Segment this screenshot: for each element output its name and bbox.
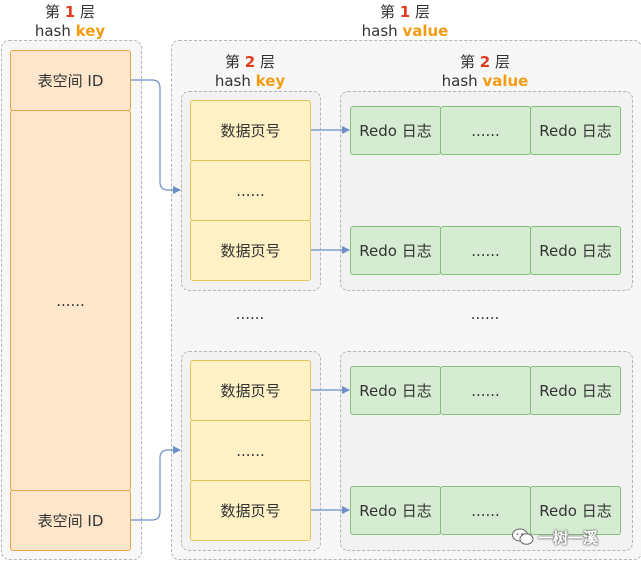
hash-word: hash (34, 22, 71, 40)
redo-ellipsis-box: ...... (440, 226, 531, 275)
redo-log-box: Redo 日志 (350, 486, 441, 535)
page-number-label: 数据页号 (220, 242, 281, 260)
ellipsis: ...... (236, 181, 265, 200)
space-id-box-bottom: 表空间 ID (10, 490, 131, 551)
redo-log-label: Redo 日志 (539, 502, 612, 520)
wechat-icon (512, 528, 534, 545)
hash-word: hash (214, 72, 251, 90)
redo-log-box: Redo 日志 (530, 106, 621, 155)
hash-word: hash (441, 72, 478, 90)
layer-number: 2 (244, 53, 256, 71)
ellipsis: ...... (236, 441, 265, 460)
redo-log-box: Redo 日志 (530, 226, 621, 275)
redo-log-label: Redo 日志 (539, 382, 612, 400)
value-word: value (402, 22, 449, 40)
key-word: key (75, 22, 106, 40)
page-number-label: 数据页号 (220, 502, 281, 520)
page-number-box: 数据页号 (190, 360, 311, 421)
layer2-key-title: 第 2 层 hash key (200, 53, 300, 91)
ellipsis: ...... (56, 291, 85, 310)
page-ellipsis-box: ...... (190, 420, 311, 481)
redo-log-label: Redo 日志 (359, 382, 432, 400)
page-number-box: 数据页号 (190, 480, 311, 541)
title-prefix: 第 (44, 3, 60, 21)
layer2-value-title: 第 2 层 hash value (420, 53, 550, 91)
watermark: 一树一溪 (512, 526, 632, 548)
redo-log-box: Redo 日志 (530, 366, 621, 415)
space-id-label: 表空间 ID (37, 512, 104, 530)
redo-log-label: Redo 日志 (359, 502, 432, 520)
redo-log-box: Redo 日志 (530, 486, 621, 535)
page-ellipsis-box: ...... (190, 160, 311, 221)
redo-ellipsis-box: ...... (440, 486, 531, 535)
title-suffix: 层 (415, 3, 431, 21)
space-id-label: 表空间 ID (37, 72, 104, 90)
hash-word: hash (361, 22, 398, 40)
key-groups-ellipsis: ...... (235, 305, 265, 323)
title-suffix: 层 (80, 3, 96, 21)
space-id-ellipsis-box: ...... (10, 110, 131, 491)
redo-log-label: Redo 日志 (359, 122, 432, 140)
value-word: value (482, 72, 529, 90)
page-number-label: 数据页号 (220, 122, 281, 140)
title-prefix: 第 (459, 53, 475, 71)
title-prefix: 第 (224, 53, 240, 71)
arrow-space-to-page-group-top (131, 79, 181, 194)
ellipsis: ...... (471, 121, 500, 140)
redo-log-box: Redo 日志 (350, 366, 441, 415)
redo-log-box: Redo 日志 (350, 226, 441, 275)
ellipsis: ...... (471, 241, 500, 260)
title-suffix: 层 (260, 53, 276, 71)
redo-log-label: Redo 日志 (359, 242, 432, 260)
redo-log-label: Redo 日志 (539, 242, 612, 260)
page-number-label: 数据页号 (220, 382, 281, 400)
layer-number: 1 (64, 3, 76, 21)
layer1-value-title: 第 1 层 hash value (340, 3, 470, 41)
layer-number: 1 (399, 3, 411, 21)
title-suffix: 层 (495, 53, 511, 71)
arrow-space-to-page-group-bottom (131, 446, 181, 521)
redo-log-box: Redo 日志 (350, 106, 441, 155)
redo-ellipsis-box: ...... (440, 366, 531, 415)
value-groups-ellipsis: ...... (470, 305, 500, 323)
layer-number: 2 (479, 53, 491, 71)
title-prefix: 第 (379, 3, 395, 21)
redo-log-label: Redo 日志 (539, 122, 612, 140)
page-number-box: 数据页号 (190, 220, 311, 281)
redo-ellipsis-box: ...... (440, 106, 531, 155)
ellipsis: ...... (471, 501, 500, 520)
layer1-key-title: 第 1 层 hash key (20, 3, 120, 41)
space-id-box-top: 表空间 ID (10, 50, 131, 111)
page-number-box: 数据页号 (190, 100, 311, 161)
ellipsis: ...... (471, 381, 500, 400)
watermark-text: 一树一溪 (538, 528, 599, 547)
key-word: key (255, 72, 286, 90)
